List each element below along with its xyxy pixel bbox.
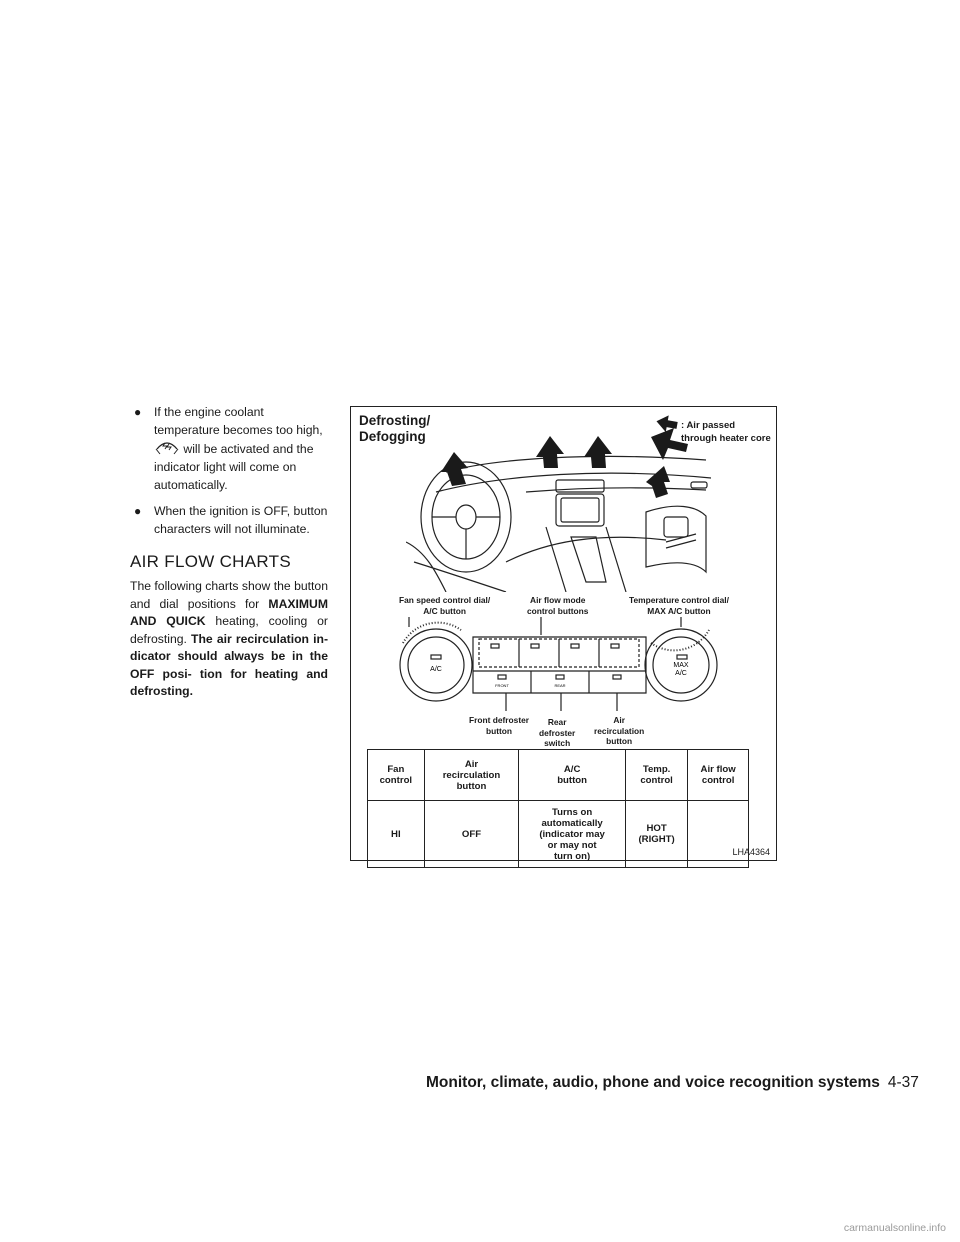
callout-fan-speed-dial: Fan speed control dial/A/C button xyxy=(399,595,491,616)
header-temp-control: Temp.control xyxy=(624,749,689,801)
figure-title-line2: Defogging xyxy=(359,429,426,444)
value-air-recirculation: OFF xyxy=(423,800,520,868)
page-footer: Monitor, climate, audio, phone and voice… xyxy=(426,1074,919,1092)
defrosting-figure: Defrosting/ Defogging : Air passed throu… xyxy=(350,406,777,868)
section-title: AIR FLOW CHARTS xyxy=(130,552,291,571)
defroster-airflow-icon xyxy=(155,442,179,455)
airflow-arrows xyxy=(441,428,688,498)
dial-label-max: MAX xyxy=(673,662,689,669)
watermark: carmanualsonline.info xyxy=(843,1222,946,1234)
intro-bold1: MAXIMUM AND QUICK xyxy=(130,596,328,629)
button-label-rear: REAR xyxy=(554,683,565,688)
value-temp-control: HOT(RIGHT) xyxy=(624,800,689,868)
footer-section-title: Monitor, climate, audio, phone and voice… xyxy=(426,1074,880,1091)
text-column: ● If the engine coolant temperature beco… xyxy=(130,403,328,701)
bullet-ignition: ● When the ignition is OFF, button chara… xyxy=(130,502,328,538)
bullet-ignition-text: When the ignition is OFF, button charact… xyxy=(154,504,328,536)
dashboard-illustration xyxy=(406,428,712,592)
figure-title-line1: Defrosting/ xyxy=(359,413,431,428)
value-air-flow-control xyxy=(687,800,749,868)
page-number: 4-37 xyxy=(887,1074,919,1091)
bullet-coolant: ● If the engine coolant temperature beco… xyxy=(130,403,328,494)
bullet-coolant-post: will be activated and the indicator ligh… xyxy=(154,442,314,492)
dial-label-ac-right: A/C xyxy=(675,670,687,677)
heated-air-arrow-icon xyxy=(656,415,678,433)
button-label-front: FRONT xyxy=(495,683,509,688)
value-fan-control: HI xyxy=(367,800,425,868)
bullet-dot: ● xyxy=(134,405,142,419)
dial-tick-marks xyxy=(402,621,710,652)
callout-temperature-dial: Temperature control dial/MAX A/C button xyxy=(629,595,729,616)
figure-code: LHA4364 xyxy=(732,847,770,857)
bullet-dot: ● xyxy=(134,504,142,518)
control-panel-illustration: A/C MAX A/C FRONT REAR xyxy=(399,617,718,711)
intro-part2: heating, cooling or defrosting. xyxy=(130,614,328,646)
intro-part1: The following charts show the button and… xyxy=(130,579,328,611)
bullet-coolant-pre: If the engine coolant temperature become… xyxy=(154,405,323,437)
intro-paragraph: The following charts show the button and… xyxy=(130,578,328,701)
dial-label-ac: A/C xyxy=(430,666,442,673)
figure-title: Defrosting/ Defogging xyxy=(359,413,430,445)
intro-bold2: The air recirculation in- dicator should… xyxy=(130,631,328,699)
legend-text: : Air passed through heater core xyxy=(681,420,771,444)
